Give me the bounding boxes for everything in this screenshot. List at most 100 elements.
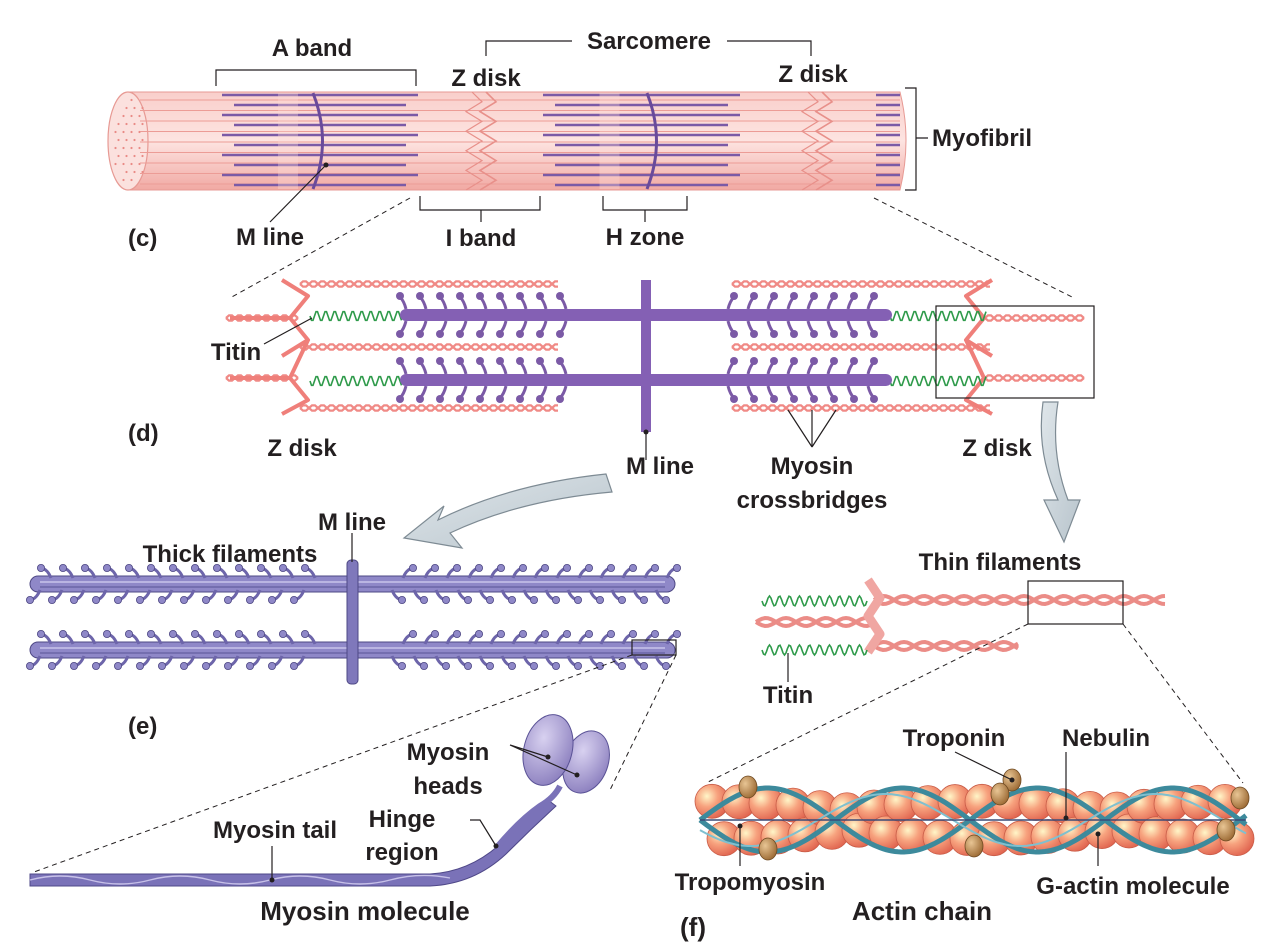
actin-strand — [299, 343, 558, 351]
h-zone-bracket — [602, 196, 688, 222]
hinge-region-label-1: Hinge — [369, 806, 436, 833]
myosin-head-bulb — [870, 330, 878, 338]
thick-head-tip — [37, 564, 46, 573]
myosin-head-bulb — [476, 330, 484, 338]
thick-head-tip — [496, 564, 505, 573]
z-disk-right-d — [964, 278, 994, 416]
thick-head-tip — [474, 564, 483, 573]
myosin-head-bulb — [516, 292, 524, 300]
thick-head-tip — [37, 630, 46, 639]
thick-head-tip — [452, 564, 461, 573]
thick-head-tip — [430, 630, 439, 639]
cap-dot — [130, 146, 133, 150]
cap-dot — [125, 106, 128, 110]
tropomyosin-label: Tropomyosin — [675, 869, 826, 896]
myosin-head-bulb — [810, 330, 818, 338]
zoom-arrow-left — [402, 473, 613, 549]
cap-dot — [133, 122, 136, 126]
sarcomere-label: Sarcomere — [587, 28, 711, 55]
thick-head-tip — [485, 662, 494, 671]
thick-head-tip — [168, 630, 177, 639]
z-disk-zigzag — [478, 91, 498, 191]
hinge-leader — [470, 819, 497, 847]
myosin-head-bulb — [790, 357, 798, 365]
myosin-head-bulb — [456, 292, 464, 300]
m-line-label-e: M line — [318, 509, 386, 536]
thick-head-tip — [125, 630, 134, 639]
titin-spring — [309, 375, 403, 387]
thick-head-tip — [485, 596, 494, 605]
thick-head-tip — [640, 596, 649, 605]
z-disk-zigzag — [800, 91, 820, 191]
thick-head-tip — [585, 564, 594, 573]
thick-head-tip — [596, 662, 605, 671]
myosin-head-bulb — [790, 292, 798, 300]
thick-head-tip — [530, 662, 539, 671]
zoom-box-thin — [1027, 580, 1124, 625]
myosin-heads-label-1: Myosin — [407, 739, 490, 766]
myosin-tail-dot — [269, 877, 275, 883]
thick-head-tip — [114, 596, 123, 605]
thick-head-tip — [441, 662, 450, 671]
myosin-head-bulb — [850, 330, 858, 338]
cap-dot — [141, 122, 144, 126]
i-band-label: I band — [446, 225, 517, 252]
myofibril-filament-lines — [140, 99, 900, 185]
z-disk-thin — [863, 577, 885, 655]
myosin-tail-label: Myosin tail — [213, 817, 337, 844]
thick-filaments-label: Thick filaments — [143, 541, 318, 568]
cap-dot — [138, 146, 141, 150]
thick-head-tip — [190, 564, 199, 573]
h-zone-shade — [599, 93, 620, 189]
titin-label-thin: Titin — [763, 682, 813, 709]
thick-head-tip — [441, 596, 450, 605]
thick-head-tip — [662, 596, 671, 605]
thick-head-tip — [81, 564, 90, 573]
z-disk-left-d — [230, 278, 310, 416]
myosin-head-bulb — [730, 330, 738, 338]
thick-head-tip — [552, 596, 561, 605]
myosin-head-bulb — [476, 357, 484, 365]
nebulin-dot — [1063, 815, 1069, 821]
h-zone-label: H zone — [606, 224, 685, 251]
myosin-head-bulb — [556, 292, 564, 300]
titin-springs-thin — [761, 594, 868, 657]
thick-head-tip — [245, 596, 254, 605]
thick-head-tip — [408, 564, 417, 573]
thick-head-tip — [81, 630, 90, 639]
panel-f-letter: (f) — [680, 912, 706, 942]
cap-dot — [122, 146, 125, 150]
troponin-leader — [954, 751, 1013, 781]
m-line-bar — [641, 280, 651, 432]
thick-head-tip — [157, 596, 166, 605]
thick-head-tip — [640, 662, 649, 671]
thick-head-tip — [114, 662, 123, 671]
thick-head-tip — [278, 564, 287, 573]
myosin-head-bulb — [850, 292, 858, 300]
g-actin-dot — [1095, 831, 1101, 837]
myosin-heads-leaders — [509, 744, 578, 776]
thick-head-tip — [223, 662, 232, 671]
thick-head-tip — [103, 630, 112, 639]
zoom-box-e — [631, 639, 677, 656]
thick-head-tip — [70, 596, 79, 605]
thick-head-tip — [541, 630, 550, 639]
troponin-label: Troponin — [903, 725, 1006, 752]
thick-head-tip — [419, 596, 428, 605]
troponin — [964, 834, 984, 858]
myosin-head-bulb — [556, 395, 564, 403]
troponin — [1230, 786, 1250, 810]
thick-head-tip — [563, 630, 572, 639]
myosin-head-bulb — [830, 330, 838, 338]
myosin-head-bulb — [496, 395, 504, 403]
cap-dot — [125, 138, 128, 142]
thick-head-tip — [92, 662, 101, 671]
thick-head-tip — [300, 564, 309, 573]
myosin-head-bulb — [496, 357, 504, 365]
z-disk-label-c-left: Z disk — [451, 65, 521, 92]
thick-head-tip — [651, 564, 660, 573]
thick-head-tip — [103, 564, 112, 573]
myosin-tail-twist — [29, 874, 451, 885]
cap-dot — [122, 114, 125, 118]
panel-e-letter: (e) — [128, 713, 157, 740]
